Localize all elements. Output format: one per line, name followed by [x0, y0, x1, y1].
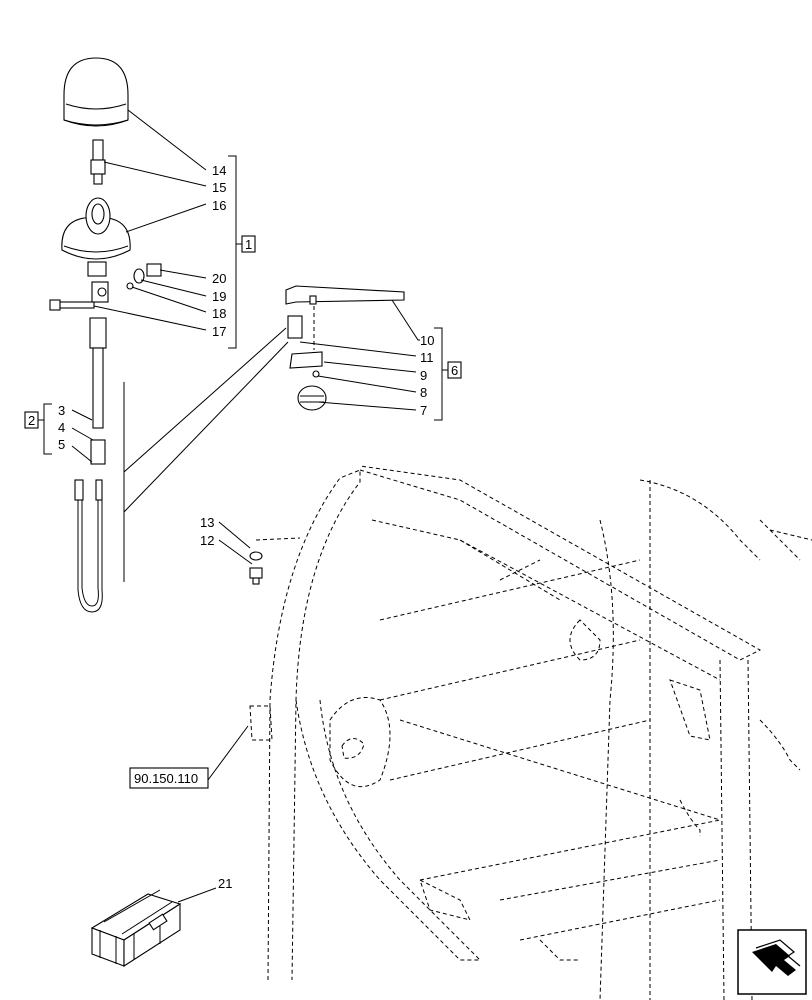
- bolt-17: [49, 299, 95, 311]
- svg-text:6: 6: [451, 363, 458, 378]
- group-box-1: 1: [241, 235, 256, 253]
- callout-14: 14: [212, 163, 226, 178]
- callout-9: 9: [420, 368, 427, 383]
- svg-text:90.150.110: 90.150.110: [134, 771, 198, 786]
- callout-8: 8: [420, 385, 427, 400]
- nut-washer-parts: [126, 263, 162, 290]
- callout-13: 13: [200, 515, 214, 530]
- cable-harness: [74, 479, 103, 613]
- callout-15: 15: [212, 180, 226, 195]
- group-bracket-6: [434, 327, 448, 421]
- callout-5: 5: [58, 437, 65, 452]
- callout-18: 18: [212, 306, 226, 321]
- callout-7: 7: [420, 403, 427, 418]
- callout-21: 21: [218, 876, 232, 891]
- callout-20: 20: [212, 271, 226, 286]
- reference-box[interactable]: 90.150.110: [129, 767, 209, 789]
- callout-11: 11: [420, 350, 434, 365]
- leader-lines: [71, 109, 420, 903]
- svg-text:2: 2: [28, 413, 35, 428]
- group-bracket-1: [228, 155, 242, 349]
- group-box-2: 2: [24, 411, 39, 429]
- callout-12: 12: [200, 533, 214, 548]
- callout-3: 3: [58, 403, 65, 418]
- callout-17: 17: [212, 324, 226, 339]
- mount-bracket-part: [91, 281, 109, 303]
- clamp-bracket: [285, 285, 405, 411]
- callout-19: 19: [212, 289, 226, 304]
- navigation-arrow-icon[interactable]: [737, 929, 807, 995]
- beacon-lamp-dome: [63, 57, 129, 127]
- group-box-6: 6: [447, 361, 462, 379]
- callout-10: 10: [420, 333, 434, 348]
- group-bracket-2: [38, 403, 52, 455]
- bolt-12-washer-13: [249, 537, 301, 585]
- mast-tube: [89, 317, 107, 465]
- beacon-base: [61, 197, 131, 277]
- wooden-crate-21: [90, 889, 182, 968]
- callout-4: 4: [58, 420, 65, 435]
- cab-frame: [249, 465, 812, 1000]
- svg-text:1: 1: [245, 237, 252, 252]
- callout-16: 16: [212, 198, 226, 213]
- bulb-part: [90, 139, 106, 185]
